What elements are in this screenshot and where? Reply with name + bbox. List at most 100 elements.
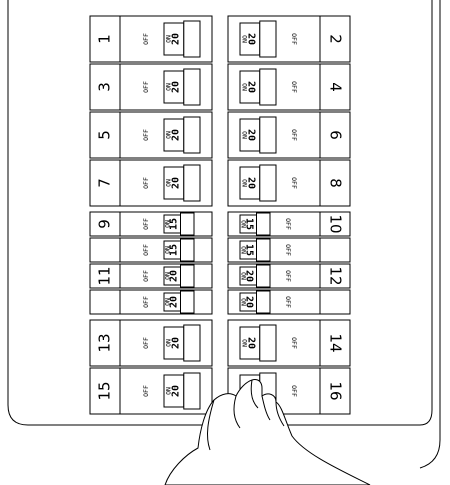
- off-label: OFF: [142, 81, 150, 93]
- off-label: OFF: [290, 177, 298, 189]
- circuit-number-left: 15: [96, 381, 114, 400]
- switch-lever[interactable]: [259, 20, 277, 58]
- amp-rating: 20: [246, 33, 257, 45]
- amp-rating: 20: [169, 270, 180, 282]
- off-label: OFF: [142, 270, 150, 282]
- switch-lever[interactable]: [183, 68, 201, 106]
- circuit-number-right: 12: [327, 266, 345, 285]
- amp-rating: 20: [171, 385, 182, 397]
- off-label: OFF: [290, 337, 298, 349]
- off-label: OFF: [290, 33, 298, 45]
- off-label: OFF: [290, 129, 298, 141]
- off-label: OFF: [142, 177, 150, 189]
- circuit-number-right: 16: [327, 381, 345, 400]
- amp-rating: 20: [246, 177, 257, 189]
- on-label: ON: [164, 83, 172, 91]
- switch-lever[interactable]: [183, 116, 201, 154]
- off-label: OFF: [142, 385, 150, 397]
- switch-lever[interactable]: [183, 164, 201, 202]
- circuit-number-left: 5: [96, 130, 114, 140]
- on-label: ON: [240, 272, 248, 280]
- switch-lever[interactable]: [183, 324, 201, 362]
- switch-lever[interactable]: [180, 264, 195, 288]
- amp-rating: 15: [244, 244, 255, 256]
- switch-lever[interactable]: [259, 324, 277, 362]
- off-label: OFF: [142, 296, 150, 308]
- off-label: OFF: [290, 385, 298, 397]
- switch-lever[interactable]: [259, 164, 277, 202]
- on-label: ON: [164, 131, 172, 139]
- switch-lever[interactable]: [180, 290, 195, 314]
- circuit-number-left: 9: [96, 219, 114, 229]
- switch-lever[interactable]: [259, 68, 277, 106]
- switch-lever[interactable]: [183, 20, 201, 58]
- circuit-number-right: 8: [327, 178, 345, 188]
- amp-rating: 20: [171, 337, 182, 349]
- switch-lever[interactable]: [183, 372, 201, 410]
- switch-lever[interactable]: [256, 264, 271, 288]
- amp-rating: 20: [244, 296, 255, 308]
- off-label: OFF: [142, 129, 150, 141]
- amp-rating: 20: [244, 270, 255, 282]
- amp-rating: 15: [244, 218, 255, 230]
- circuit-number-left: 13: [96, 333, 114, 352]
- switch-lever[interactable]: [256, 290, 271, 314]
- off-label: OFF: [284, 296, 292, 308]
- on-label: ON: [240, 220, 248, 228]
- off-label: OFF: [142, 244, 150, 256]
- switch-lever[interactable]: [180, 212, 195, 236]
- on-label: ON: [240, 131, 248, 139]
- circuit-number-left: 11: [96, 266, 114, 285]
- amp-rating: 20: [171, 33, 182, 45]
- circuit-number-right: 10: [327, 214, 345, 233]
- amp-rating: 15: [169, 218, 180, 230]
- on-label: ON: [240, 298, 248, 306]
- on-label: ON: [240, 246, 248, 254]
- on-label: ON: [240, 83, 248, 91]
- switch-lever[interactable]: [256, 238, 271, 262]
- switch-lever[interactable]: [256, 212, 271, 236]
- switch-lever[interactable]: [259, 116, 277, 154]
- off-label: OFF: [290, 81, 298, 93]
- amp-rating: 20: [246, 129, 257, 141]
- switch-lever[interactable]: [180, 238, 195, 262]
- on-label: ON: [240, 179, 248, 187]
- amp-rating: 20: [171, 129, 182, 141]
